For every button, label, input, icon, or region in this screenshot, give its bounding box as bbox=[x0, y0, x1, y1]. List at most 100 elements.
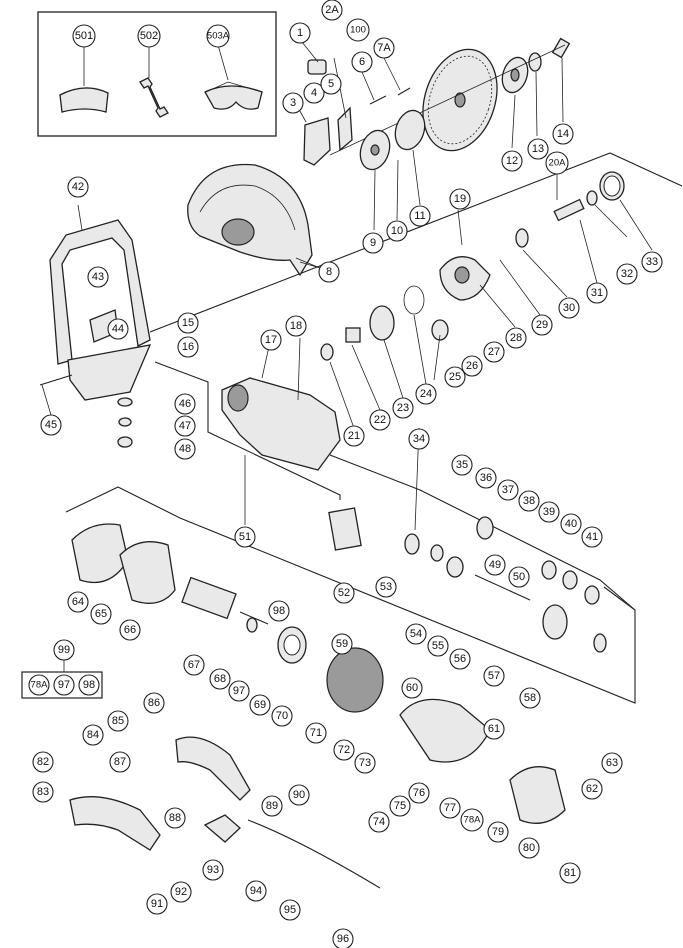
callout-63-label: 63 bbox=[606, 757, 618, 769]
callout-81: 81 bbox=[559, 862, 581, 884]
callout-66-label: 66 bbox=[124, 624, 136, 636]
callout-16-label: 16 bbox=[182, 341, 194, 353]
callout-57-label: 57 bbox=[488, 670, 500, 682]
callout-35: 35 bbox=[451, 454, 473, 476]
callout-57: 57 bbox=[483, 665, 505, 687]
guard-bracket-3 bbox=[303, 117, 331, 166]
gasket-24 bbox=[403, 285, 425, 315]
set-box-member-78a-label: 78A bbox=[31, 680, 49, 691]
callout-62-label: 62 bbox=[586, 783, 598, 795]
callout-52-label: 52 bbox=[338, 587, 350, 599]
callout-43-label: 43 bbox=[92, 271, 104, 283]
bearing-56 bbox=[446, 556, 464, 578]
callout-27-label: 27 bbox=[488, 346, 500, 358]
callout-29: 29 bbox=[531, 314, 553, 336]
callout-28: 28 bbox=[505, 327, 527, 349]
callout-53-label: 53 bbox=[380, 581, 392, 593]
callout-37: 37 bbox=[497, 479, 519, 501]
callout-9-label: 9 bbox=[370, 237, 376, 249]
callout-51: 51 bbox=[234, 526, 256, 548]
callout-89: 89 bbox=[261, 795, 283, 817]
callout-3: 3 bbox=[282, 92, 304, 114]
callout-33: 33 bbox=[641, 251, 663, 273]
callout-41: 41 bbox=[581, 526, 603, 548]
callout-47: 47 bbox=[174, 415, 196, 437]
callout-30-label: 30 bbox=[563, 302, 575, 314]
callout-45-label: 45 bbox=[45, 419, 57, 431]
callout-45: 45 bbox=[40, 414, 62, 436]
callout-20a: 20A bbox=[545, 151, 569, 175]
callout-95: 95 bbox=[279, 899, 301, 921]
callout-59-label: 59 bbox=[336, 638, 348, 650]
callout-34: 34 bbox=[408, 428, 430, 450]
callout-31-label: 31 bbox=[591, 287, 603, 299]
callout-77-label: 77 bbox=[444, 802, 456, 814]
callout-6: 6 bbox=[351, 51, 373, 73]
callout-9: 9 bbox=[362, 232, 384, 254]
washer-13 bbox=[528, 52, 542, 72]
callout-60: 60 bbox=[401, 677, 423, 699]
callout-70-label: 70 bbox=[276, 710, 288, 722]
knob-1 bbox=[307, 59, 327, 75]
callout-73: 73 bbox=[354, 752, 376, 774]
callout-86: 86 bbox=[143, 692, 165, 714]
callout-36: 36 bbox=[475, 467, 497, 489]
callout-7a: 7A bbox=[373, 37, 395, 59]
callout-66: 66 bbox=[119, 619, 141, 641]
dust-cover-11 bbox=[394, 109, 426, 151]
callout-97-label: 97 bbox=[233, 685, 245, 697]
callout-24: 24 bbox=[415, 383, 437, 405]
callout-37-label: 37 bbox=[502, 484, 514, 496]
callout-89-label: 89 bbox=[266, 800, 278, 812]
callout-56-label: 56 bbox=[454, 653, 466, 665]
bearing-68 bbox=[246, 617, 258, 633]
outer-flange bbox=[501, 56, 529, 94]
callout-53: 53 bbox=[375, 576, 397, 598]
callout-32-label: 32 bbox=[621, 268, 633, 280]
callout-46-label: 46 bbox=[179, 398, 191, 410]
callout-60-label: 60 bbox=[406, 682, 418, 694]
callout-38-label: 38 bbox=[523, 495, 535, 507]
callout-93-label: 93 bbox=[207, 864, 219, 876]
callout-22: 22 bbox=[369, 409, 391, 431]
callout-56: 56 bbox=[449, 648, 471, 670]
bracket-44 bbox=[67, 344, 152, 401]
callout-100: 100 bbox=[346, 18, 370, 42]
set-box-member-78a: 78A bbox=[28, 674, 50, 696]
washer-32 bbox=[586, 190, 598, 206]
bearing-30 bbox=[515, 228, 529, 248]
bearing-22 bbox=[345, 327, 361, 343]
callout-82: 82 bbox=[32, 751, 54, 773]
callout-48: 48 bbox=[174, 438, 196, 460]
callouts-layer: 2A10017A634591011121314820A1933323130292… bbox=[32, 0, 663, 948]
callout-14: 14 bbox=[552, 123, 574, 145]
callout-17: 17 bbox=[260, 329, 282, 351]
callout-26: 26 bbox=[461, 355, 483, 377]
callout-58-label: 58 bbox=[524, 692, 536, 704]
callout-5-label: 5 bbox=[328, 78, 334, 90]
callout-61: 61 bbox=[483, 718, 505, 740]
callout-2a-label: 2A bbox=[325, 4, 339, 16]
gear-cover bbox=[439, 256, 491, 301]
callout-78a: 78A bbox=[460, 808, 484, 832]
washers-46-48 bbox=[117, 397, 133, 448]
callout-96-label: 96 bbox=[337, 933, 349, 945]
callout-85-label: 85 bbox=[112, 715, 124, 727]
switch-93 bbox=[203, 814, 241, 843]
callout-71: 71 bbox=[305, 722, 327, 744]
callout-36-label: 36 bbox=[480, 472, 492, 484]
callout-72: 72 bbox=[333, 739, 355, 761]
callout-11: 11 bbox=[409, 205, 431, 227]
callout-23: 23 bbox=[392, 397, 414, 419]
callout-18-label: 18 bbox=[290, 320, 302, 332]
callout-79-label: 79 bbox=[492, 826, 504, 838]
callout-31: 31 bbox=[586, 282, 608, 304]
callout-13-label: 13 bbox=[532, 143, 544, 155]
callout-88-label: 88 bbox=[169, 812, 181, 824]
callout-87: 87 bbox=[109, 751, 131, 773]
callout-75-label: 75 bbox=[394, 800, 406, 812]
callout-92: 92 bbox=[170, 881, 192, 903]
callout-44: 44 bbox=[107, 318, 129, 340]
gear-54 bbox=[404, 533, 420, 555]
screw-7A bbox=[397, 87, 411, 96]
